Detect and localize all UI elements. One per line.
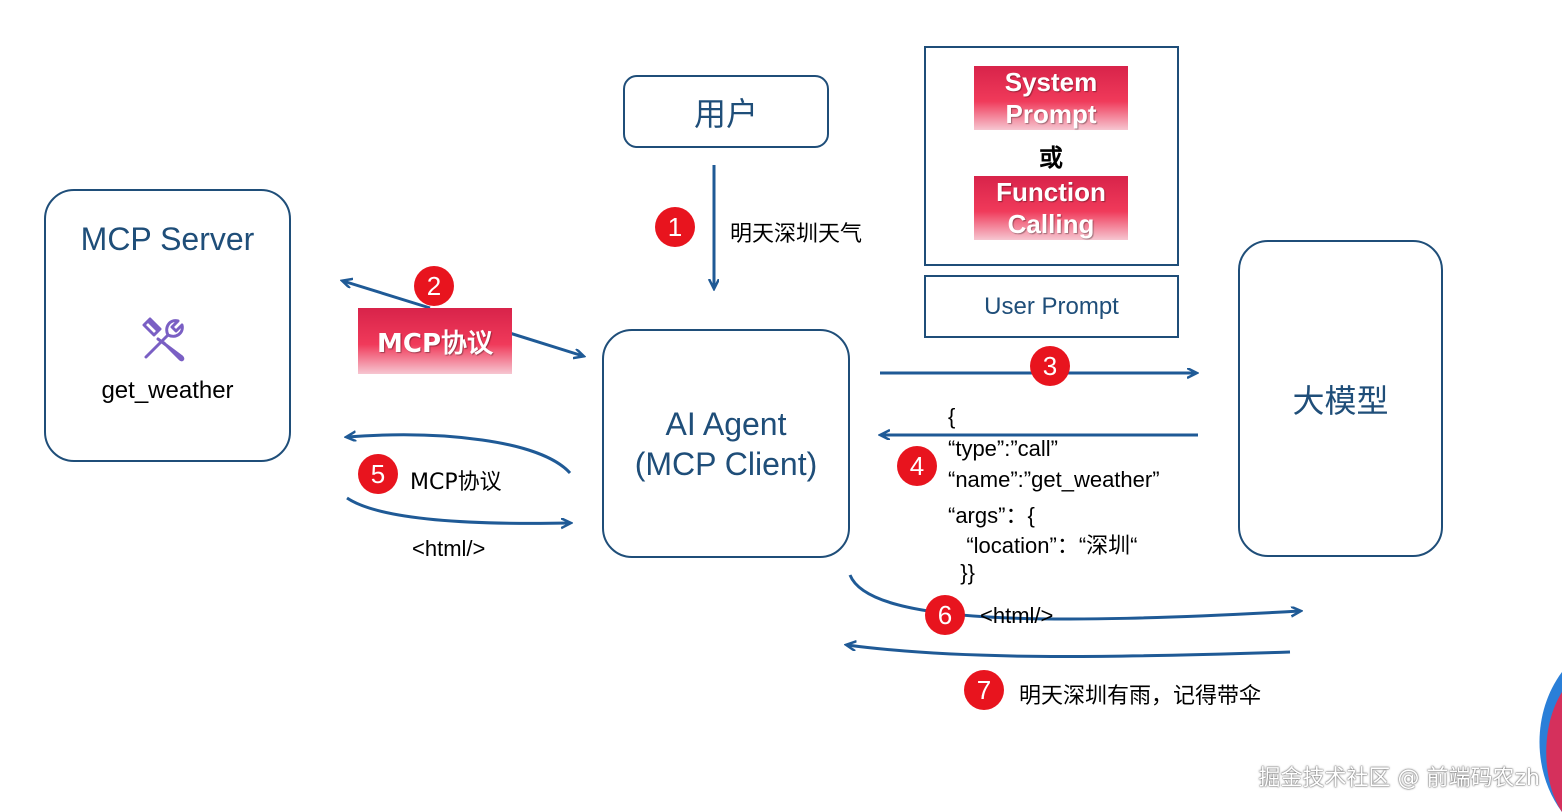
step-6-label: <html/> [980, 603, 1054, 628]
arrow-llm-answer-agent [847, 645, 1291, 658]
user-box: 用户 [623, 75, 829, 148]
arrow-agent-call-server [347, 435, 572, 475]
step-4-badge: 4 [897, 446, 937, 486]
json-line: “location”：“深圳“ [948, 533, 1138, 558]
corner-decoration [1512, 672, 1562, 812]
json-line: { [948, 404, 956, 429]
step-2-badge: 2 [414, 266, 454, 306]
step-5-badge: 5 [358, 454, 398, 494]
or-label: 或 [1039, 144, 1063, 172]
arrow-agent-to-llm-html [848, 574, 1300, 621]
json-line: “args”：{ [948, 503, 1035, 528]
step-3-badge: 3 [1030, 346, 1070, 386]
function-calling-line2: Calling [1007, 209, 1095, 239]
mcp-server-box: MCP Server get_weather [44, 189, 291, 462]
json-line: “name”:”get_weather” [948, 467, 1160, 492]
system-prompt-tag: System Prompt [974, 66, 1128, 130]
arrow-server-return-agent [346, 496, 570, 523]
watermark: 掘金技术社区 @ 前端码农zh [1258, 766, 1540, 791]
system-prompt-line2: Prompt [1005, 99, 1097, 129]
llm-label: 大模型 [1292, 381, 1389, 420]
user-label: 用户 [693, 94, 758, 133]
step-1-label: 明天深圳天气 [730, 222, 863, 247]
step-7-label: 明天深圳有雨，记得带伞 [1019, 684, 1262, 709]
ai-agent-box: AI Agent (MCP Client) [602, 329, 850, 558]
system-prompt-line1: System [1004, 67, 1098, 97]
ai-agent-title: AI Agent [665, 405, 787, 442]
json-line: }} [948, 560, 975, 585]
arrow-server-to-agent [499, 328, 583, 356]
tools-icon [138, 313, 190, 365]
user-prompt-label: User Prompt [984, 292, 1119, 320]
mcp-server-title: MCP Server [80, 221, 255, 257]
step-5-return-label: <html/> [412, 536, 486, 561]
arrow-agent-to-server [343, 281, 431, 310]
function-calling-line1: Function [996, 177, 1106, 207]
step-1-badge: 1 [655, 207, 695, 247]
step-7-badge: 7 [964, 670, 1004, 710]
json-line: “type”:”call” [948, 436, 1059, 461]
llm-box: 大模型 [1238, 240, 1443, 557]
user-prompt-box: User Prompt [924, 275, 1179, 338]
ai-agent-subtitle: (MCP Client) [634, 445, 818, 482]
mcp-server-tool: get_weather [101, 377, 234, 404]
step-6-badge: 6 [925, 595, 965, 635]
step-5-label: MCP协议 [410, 470, 502, 495]
function-calling-tag: Function Calling [974, 176, 1128, 240]
step-2-tag: MCP协议 [358, 308, 512, 374]
